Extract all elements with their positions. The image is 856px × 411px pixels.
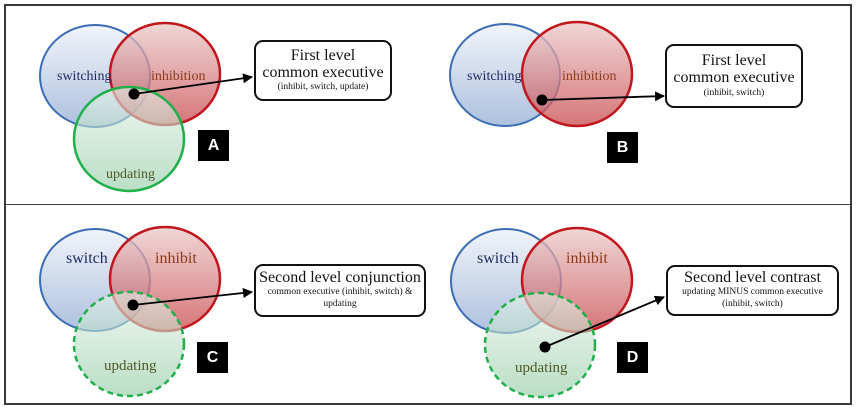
switch-label: switch bbox=[477, 250, 519, 267]
inhibit-label: inhibition bbox=[151, 69, 205, 84]
update-circle-dashed bbox=[72, 290, 186, 398]
focus-dot bbox=[539, 341, 551, 353]
update-circle bbox=[72, 85, 186, 193]
callout-note: (inhibit, switch, update) bbox=[277, 82, 369, 93]
panel-d: switch inhibit updating bbox=[450, 226, 665, 399]
update-label: updating bbox=[106, 167, 155, 182]
panel-a: switching inhibition updating bbox=[39, 21, 253, 193]
callout-title: First level bbox=[701, 52, 767, 70]
panel-letter-c: C bbox=[197, 342, 228, 373]
pointer-arrow bbox=[133, 73, 253, 95]
panel-c: switch inhibit updating bbox=[39, 225, 253, 398]
inhibit-label: inhibit bbox=[155, 250, 197, 267]
callout-title: First level bbox=[290, 46, 356, 64]
callout-subtitle: common executive bbox=[673, 69, 795, 87]
focus-dot bbox=[128, 88, 140, 100]
callout-note-line1: common executive (inhibit, switch) & bbox=[267, 287, 413, 298]
panel-b: switching inhibition bbox=[449, 20, 665, 128]
inhibit-label: inhibit bbox=[566, 250, 608, 267]
inhibit-label: inhibition bbox=[562, 69, 616, 84]
callout-subtitle: common executive bbox=[262, 63, 384, 81]
callout-note-line1: updating MINUS common executive bbox=[682, 287, 823, 298]
panel-letter-d: D bbox=[617, 342, 648, 373]
pointer-arrow bbox=[541, 91, 665, 102]
focus-dot bbox=[536, 94, 548, 106]
callout-note-line2: (inhibit, switch) bbox=[722, 298, 783, 309]
callout-note-line2: updating bbox=[323, 298, 357, 309]
switch-label: switching bbox=[57, 69, 111, 84]
focus-dot bbox=[127, 299, 139, 311]
switch-label: switching bbox=[467, 69, 521, 84]
pointer-arrow bbox=[544, 295, 665, 348]
update-label: updating bbox=[515, 360, 568, 376]
callout-note: (inhibit, switch) bbox=[703, 87, 765, 98]
callout-a: First level common executive (inhibit, s… bbox=[254, 40, 392, 101]
callout-d: Second level contrast updating MINUS com… bbox=[666, 265, 839, 316]
switch-label: switch bbox=[66, 250, 108, 267]
callout-c: Second level conjunction common executiv… bbox=[254, 264, 426, 317]
update-label: updating bbox=[104, 358, 157, 374]
pointer-arrow bbox=[132, 288, 253, 306]
callout-title: Second level conjunction bbox=[259, 269, 421, 287]
callout-b: First level common executive (inhibit, s… bbox=[665, 44, 803, 108]
panel-letter-a: A bbox=[198, 130, 229, 161]
panel-letter-b: B bbox=[607, 132, 638, 163]
callout-title: Second level contrast bbox=[684, 269, 821, 287]
